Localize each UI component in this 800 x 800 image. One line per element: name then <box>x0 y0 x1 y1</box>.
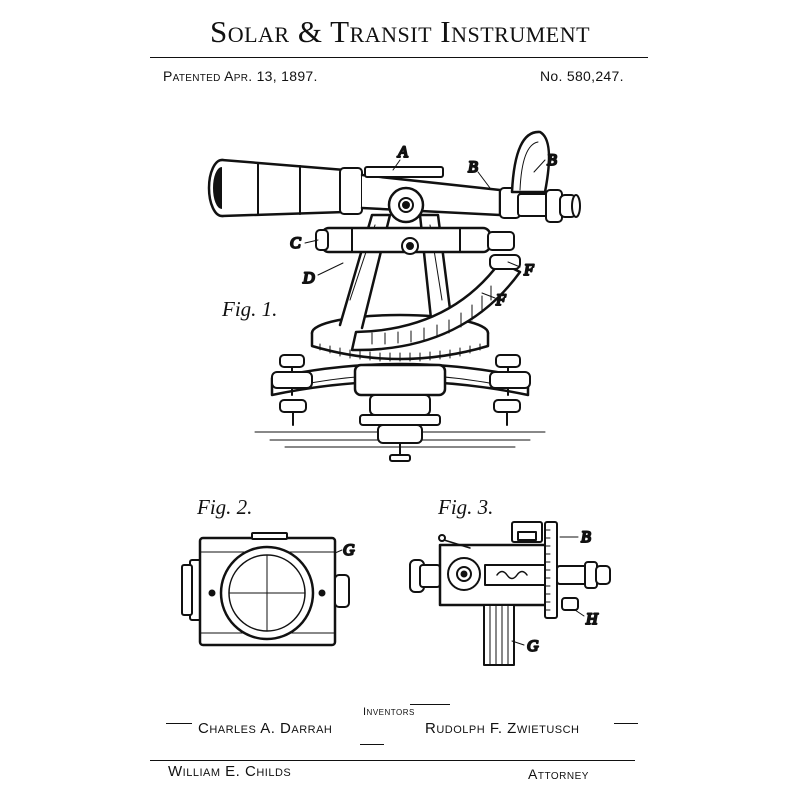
fig1-vertical-arc <box>350 260 522 352</box>
fig2-drawing: G <box>181 532 356 647</box>
fig1-leveling-screws <box>271 354 531 462</box>
fig1-letter-A: A <box>397 144 408 161</box>
inventor-2-line-top <box>410 704 450 705</box>
inventor-1-line-bottom <box>360 744 384 745</box>
patent-number: No. 580,247. <box>540 68 624 84</box>
fig1-letter-D: D <box>302 270 315 287</box>
fig3-label: Fig. 3. <box>438 495 494 519</box>
inventor-2-name: Rudolph F. Zwietusch <box>425 720 580 737</box>
patent-date: Patented Apr. 13, 1897. <box>163 68 318 84</box>
fig1-letter-F-lower: F <box>495 292 506 309</box>
attorney-line <box>425 760 635 761</box>
fig2-letter-G: G <box>343 542 355 559</box>
inventors-label: Inventors <box>363 706 415 718</box>
witness-line <box>150 760 480 761</box>
fig1-instrument-drawing: A B B C D F F <box>207 130 581 462</box>
fig1-letter-C: C <box>290 235 301 252</box>
fig1-letter-F-upper: F <box>523 262 534 279</box>
patent-title: Solar & Transit Instrument <box>209 14 591 49</box>
fig1-level-vial <box>364 166 444 178</box>
inventor-1-line-left <box>166 723 192 724</box>
fig1-letter-B-left: B <box>468 159 478 176</box>
fig3-drawing: B H G <box>409 521 611 666</box>
fig1-label: Fig. 1. <box>222 297 278 321</box>
inventor-2-line-right <box>614 723 638 724</box>
witness-name: William E. Childs <box>168 763 292 780</box>
title-rule <box>150 57 648 58</box>
fig1-letter-B-right: B <box>547 152 557 169</box>
fig3-letter-B: B <box>581 529 591 546</box>
fig3-letter-H: H <box>585 611 599 628</box>
fig1-leader-lines <box>304 159 546 299</box>
fig2-label: Fig. 2. <box>197 495 253 519</box>
inventor-1-name: Charles A. Darrah <box>198 720 333 737</box>
fig3-letter-G: G <box>527 638 539 655</box>
attorney-label: Attorney <box>528 766 589 782</box>
